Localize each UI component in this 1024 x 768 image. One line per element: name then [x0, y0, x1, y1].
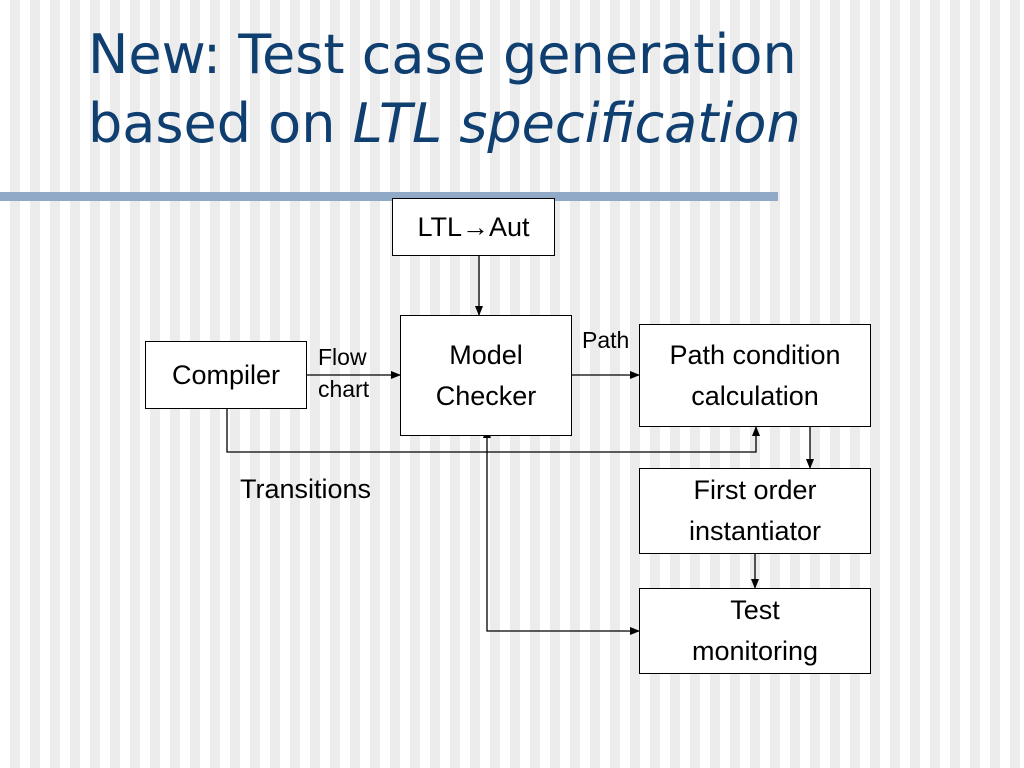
path-condition-label-line-1: Path condition: [669, 339, 841, 370]
title-line-2: based on LTL specification: [88, 89, 801, 158]
compiler-label: Compiler: [171, 359, 281, 390]
model-checker-label-line-1: Model: [449, 339, 523, 370]
test-monitoring-label-line-1: Test: [730, 595, 780, 625]
slide-title: New: Test case generation based on LTL s…: [88, 20, 801, 158]
ltl-to-automaton-label: LTL→Aut: [417, 211, 530, 242]
model-checker-label-line-2: Checker: [435, 380, 537, 411]
first-order-instantiator-box: First order instantiator: [639, 468, 871, 554]
first-order-label-line-2: instantiator: [688, 516, 822, 546]
flow-chart-label-line-2: chart: [318, 376, 370, 402]
title-line-2-italic: LTL specification: [352, 92, 801, 155]
path-condition-label-line-2: calculation: [691, 380, 819, 411]
title-underline: [0, 192, 778, 201]
ltl-to-automaton-box: LTL→Aut: [392, 198, 555, 256]
flow-chart-label-line-1: Flow: [318, 344, 367, 370]
title-line-2-plain: based on: [88, 92, 353, 155]
flow-chart-edge-label: Flow chart: [318, 341, 369, 405]
transitions-edge-label: Transitions: [240, 474, 372, 504]
compiler-box: Compiler: [145, 341, 307, 409]
edge-model-checker-test-monitoring: [483, 428, 640, 635]
first-order-label-line-1: First order: [693, 475, 817, 505]
title-line-1: New: Test case generation: [88, 23, 797, 86]
model-checker-box: Model Checker: [400, 315, 572, 436]
path-condition-box: Path condition calculation: [639, 324, 871, 427]
path-edge-label: Path: [582, 327, 630, 353]
test-monitoring-box: Test monitoring: [639, 588, 871, 674]
test-monitoring-label-line-2: monitoring: [691, 636, 819, 666]
